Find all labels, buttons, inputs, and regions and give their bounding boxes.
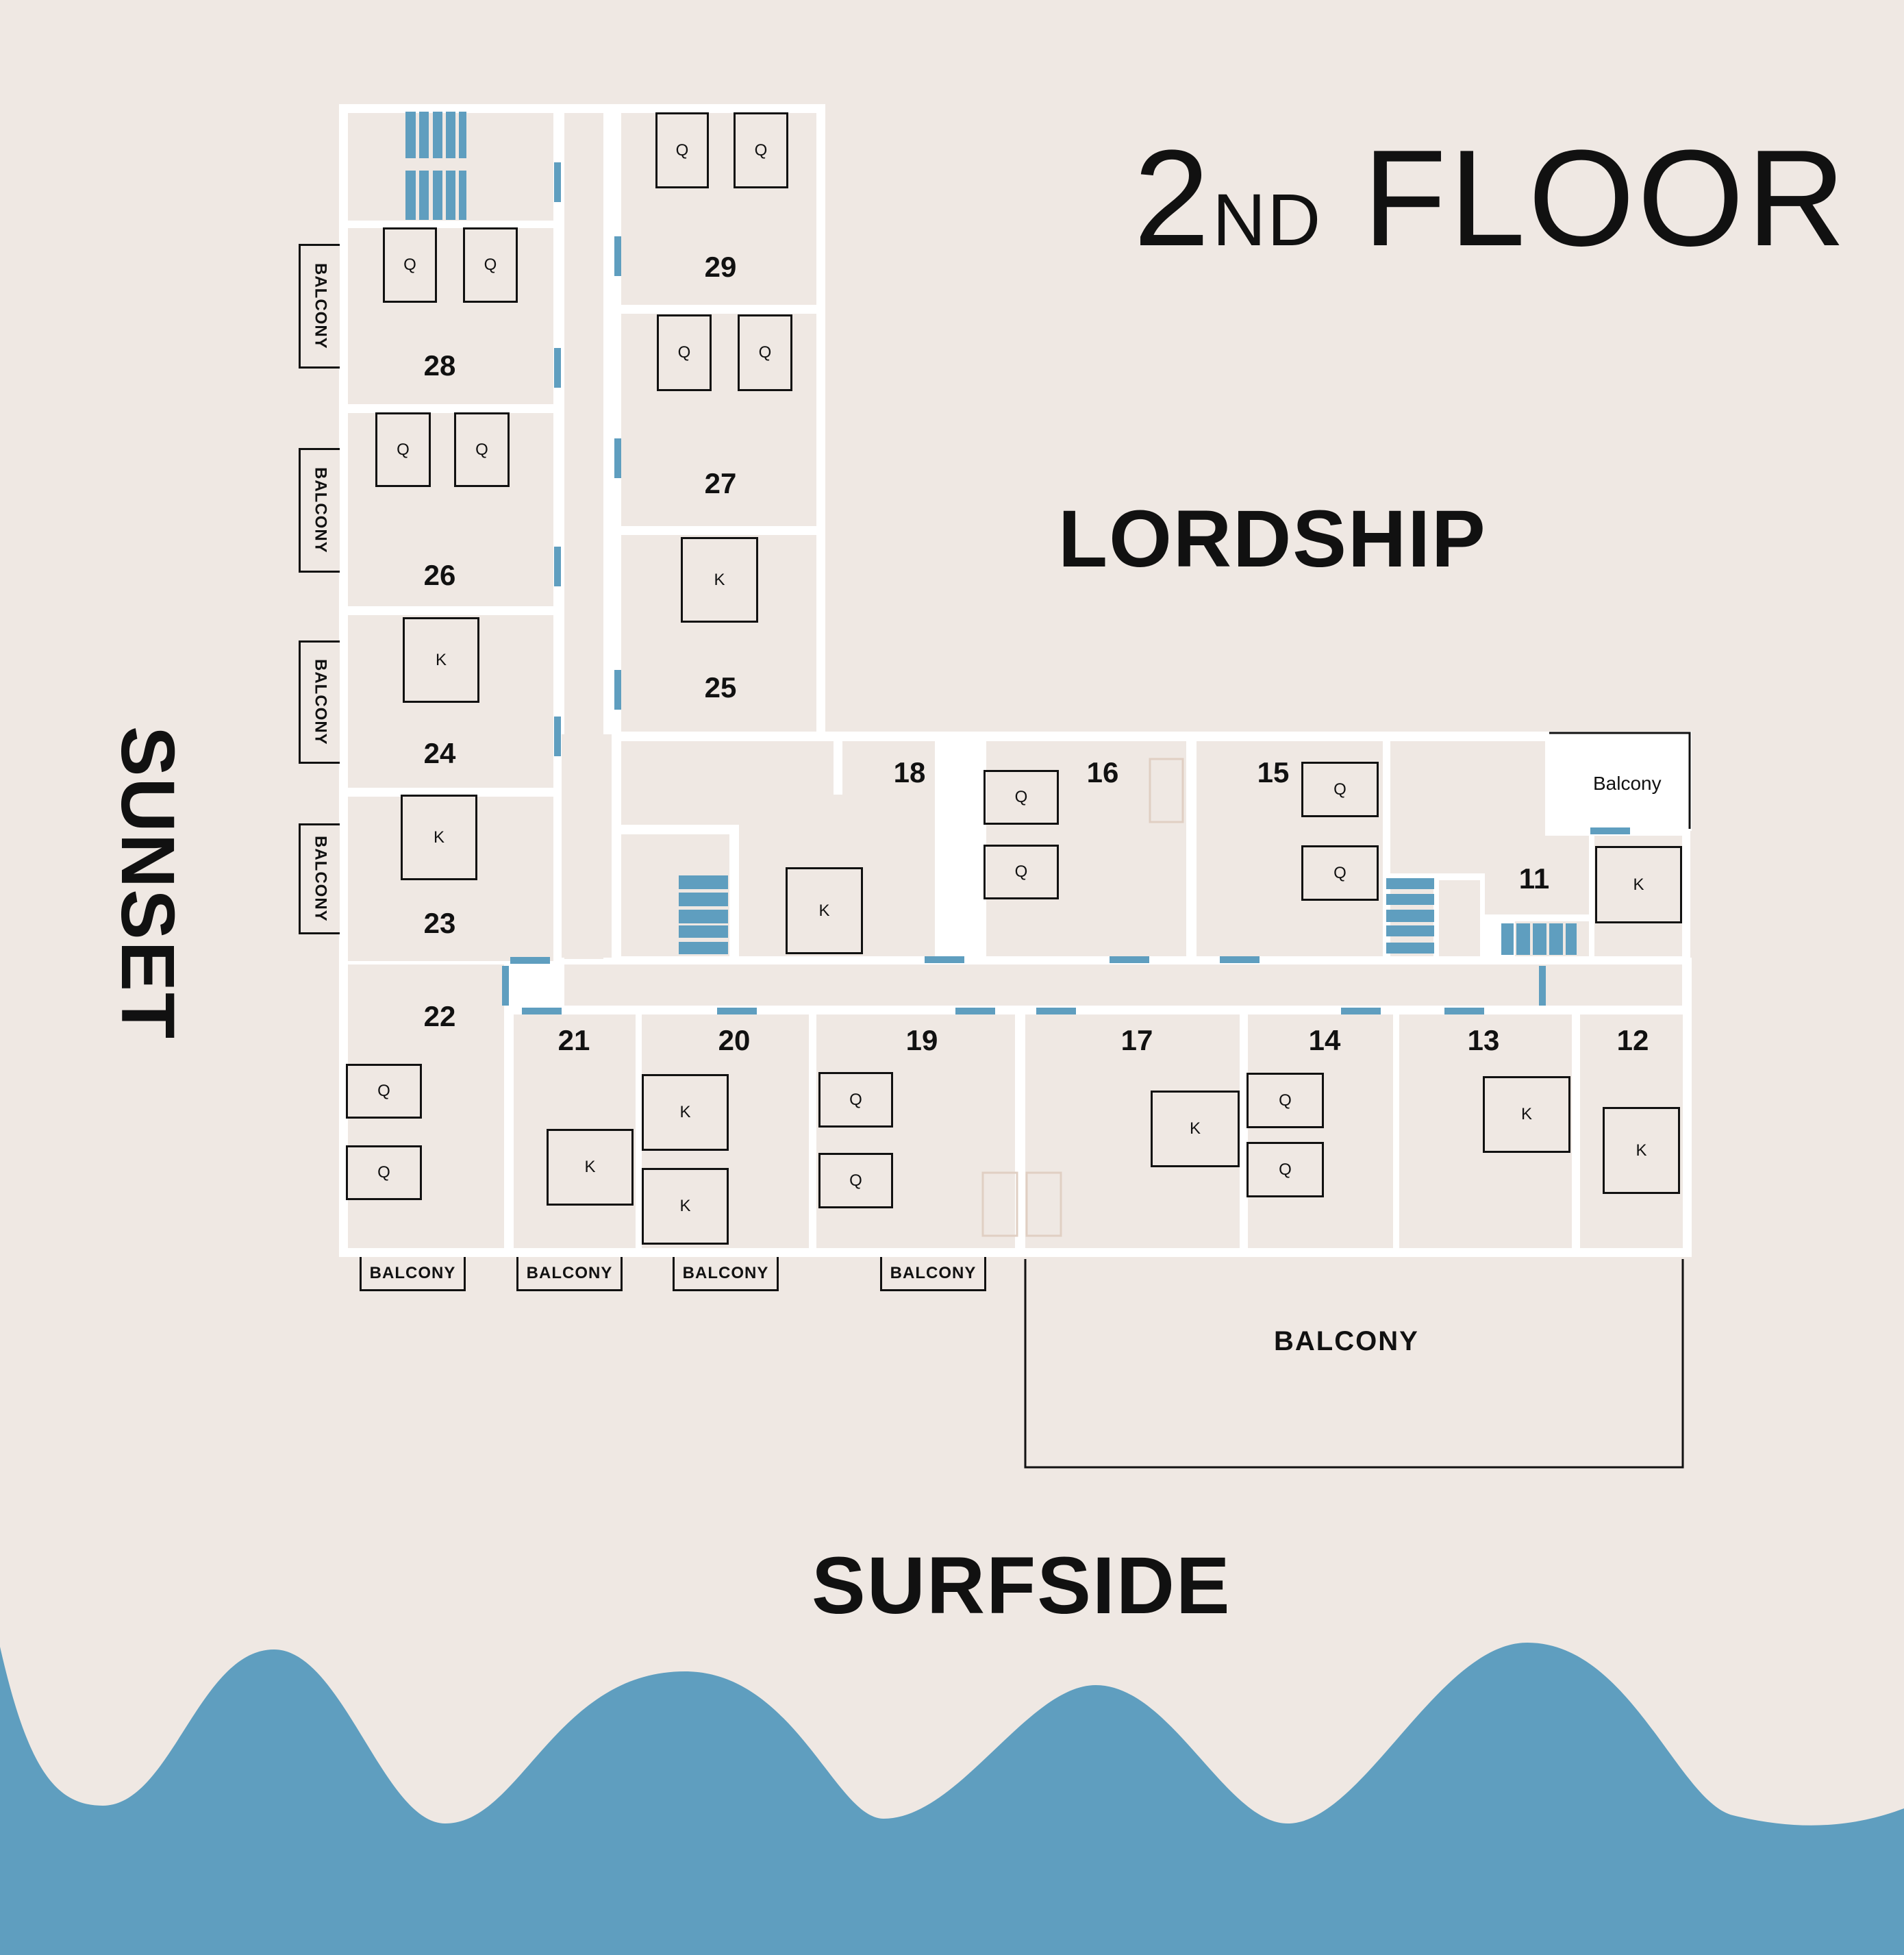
room-21-number[interactable]: 21 [558, 1024, 590, 1056]
balcony-room-19: BALCONY [880, 1257, 986, 1291]
title-number: 2 [1133, 122, 1213, 275]
queen-bed-icon: Q [984, 770, 1059, 825]
balcony-large-south: BALCONY [1274, 1326, 1419, 1356]
queen-bed-icon: Q [346, 1064, 422, 1119]
title-suffix: ND [1212, 178, 1323, 261]
queen-bed-icon: Q [818, 1153, 893, 1208]
balcony-room-11: Balcony [1593, 773, 1662, 794]
queen-bed-icon: Q [346, 1145, 422, 1200]
king-bed-icon: K [681, 537, 758, 623]
queen-bed-icon: Q [463, 227, 518, 303]
balcony-room-28: BALCONY [299, 244, 340, 369]
balcony-room-20: BALCONY [673, 1257, 779, 1291]
queen-bed-icon: Q [818, 1072, 893, 1128]
queen-bed-icon: Q [454, 412, 510, 487]
room-fills [348, 113, 1683, 1248]
stairs-icon [405, 112, 1577, 955]
room-24-number[interactable]: 24 [423, 737, 456, 769]
queen-bed-icon: Q [655, 112, 709, 188]
queen-bed-icon: Q [734, 112, 788, 188]
queen-bed-icon: Q [657, 314, 712, 391]
balcony-room-21: BALCONY [516, 1257, 623, 1291]
room-15-number[interactable]: 15 [1257, 756, 1290, 788]
room-28-number[interactable]: 28 [423, 349, 456, 382]
room-22-number[interactable]: 22 [423, 1000, 456, 1032]
queen-bed-icon: Q [1301, 762, 1379, 817]
room-20-number[interactable]: 20 [718, 1024, 751, 1056]
title-word: FLOOR [1362, 122, 1849, 275]
king-bed-icon: K [786, 867, 863, 954]
room-14-number[interactable]: 14 [1308, 1024, 1341, 1056]
king-bed-icon: K [403, 617, 479, 703]
room-13-number[interactable]: 13 [1467, 1024, 1500, 1056]
doors [502, 162, 1630, 1014]
king-bed-icon: K [401, 795, 477, 880]
king-bed-icon: K [642, 1074, 729, 1151]
ghost-outlines [981, 758, 1184, 1237]
room-11-number[interactable]: 11 [1518, 862, 1550, 895]
region-label-lordship: LORDSHIP [1058, 494, 1487, 584]
page-title: 2ND FLOOR [1133, 130, 1849, 267]
queen-bed-icon: Q [1247, 1142, 1324, 1197]
king-bed-icon: K [1603, 1107, 1680, 1194]
room-25-number[interactable]: 25 [704, 671, 737, 703]
balcony-outlines [1024, 732, 1691, 1469]
room-18-number[interactable]: 18 [893, 756, 926, 788]
queen-bed-icon: Q [984, 845, 1059, 899]
room-26-number[interactable]: 26 [423, 559, 456, 591]
balcony-room-22: BALCONY [360, 1257, 466, 1291]
king-bed-icon: K [1151, 1091, 1240, 1167]
king-bed-icon: K [547, 1129, 634, 1206]
queen-bed-icon: Q [375, 412, 431, 487]
room-29-number[interactable]: 29 [704, 251, 737, 283]
room-19-number[interactable]: 19 [905, 1024, 938, 1056]
ocean-waves [0, 1643, 1904, 1955]
king-bed-icon: K [1483, 1076, 1570, 1153]
queen-bed-icon: Q [1247, 1073, 1324, 1128]
room-16-number[interactable]: 16 [1086, 756, 1119, 788]
room-23-number[interactable]: 23 [423, 907, 456, 939]
room-27-number[interactable]: 27 [704, 467, 737, 499]
queen-bed-icon: Q [1301, 845, 1379, 901]
balcony-room-26: BALCONY [299, 448, 340, 573]
king-bed-icon: K [1595, 846, 1682, 923]
region-label-surfside: SURFSIDE [812, 1541, 1231, 1631]
balcony-room-23: BALCONY [299, 823, 340, 934]
room-17-number[interactable]: 17 [1120, 1024, 1153, 1056]
queen-bed-icon: Q [383, 227, 437, 303]
king-bed-icon: K [642, 1168, 729, 1245]
queen-bed-icon: Q [738, 314, 792, 391]
region-label-sunset: SUNSET [105, 726, 190, 1041]
balcony-room-24: BALCONY [299, 640, 340, 764]
room-12-number[interactable]: 12 [1616, 1024, 1649, 1056]
